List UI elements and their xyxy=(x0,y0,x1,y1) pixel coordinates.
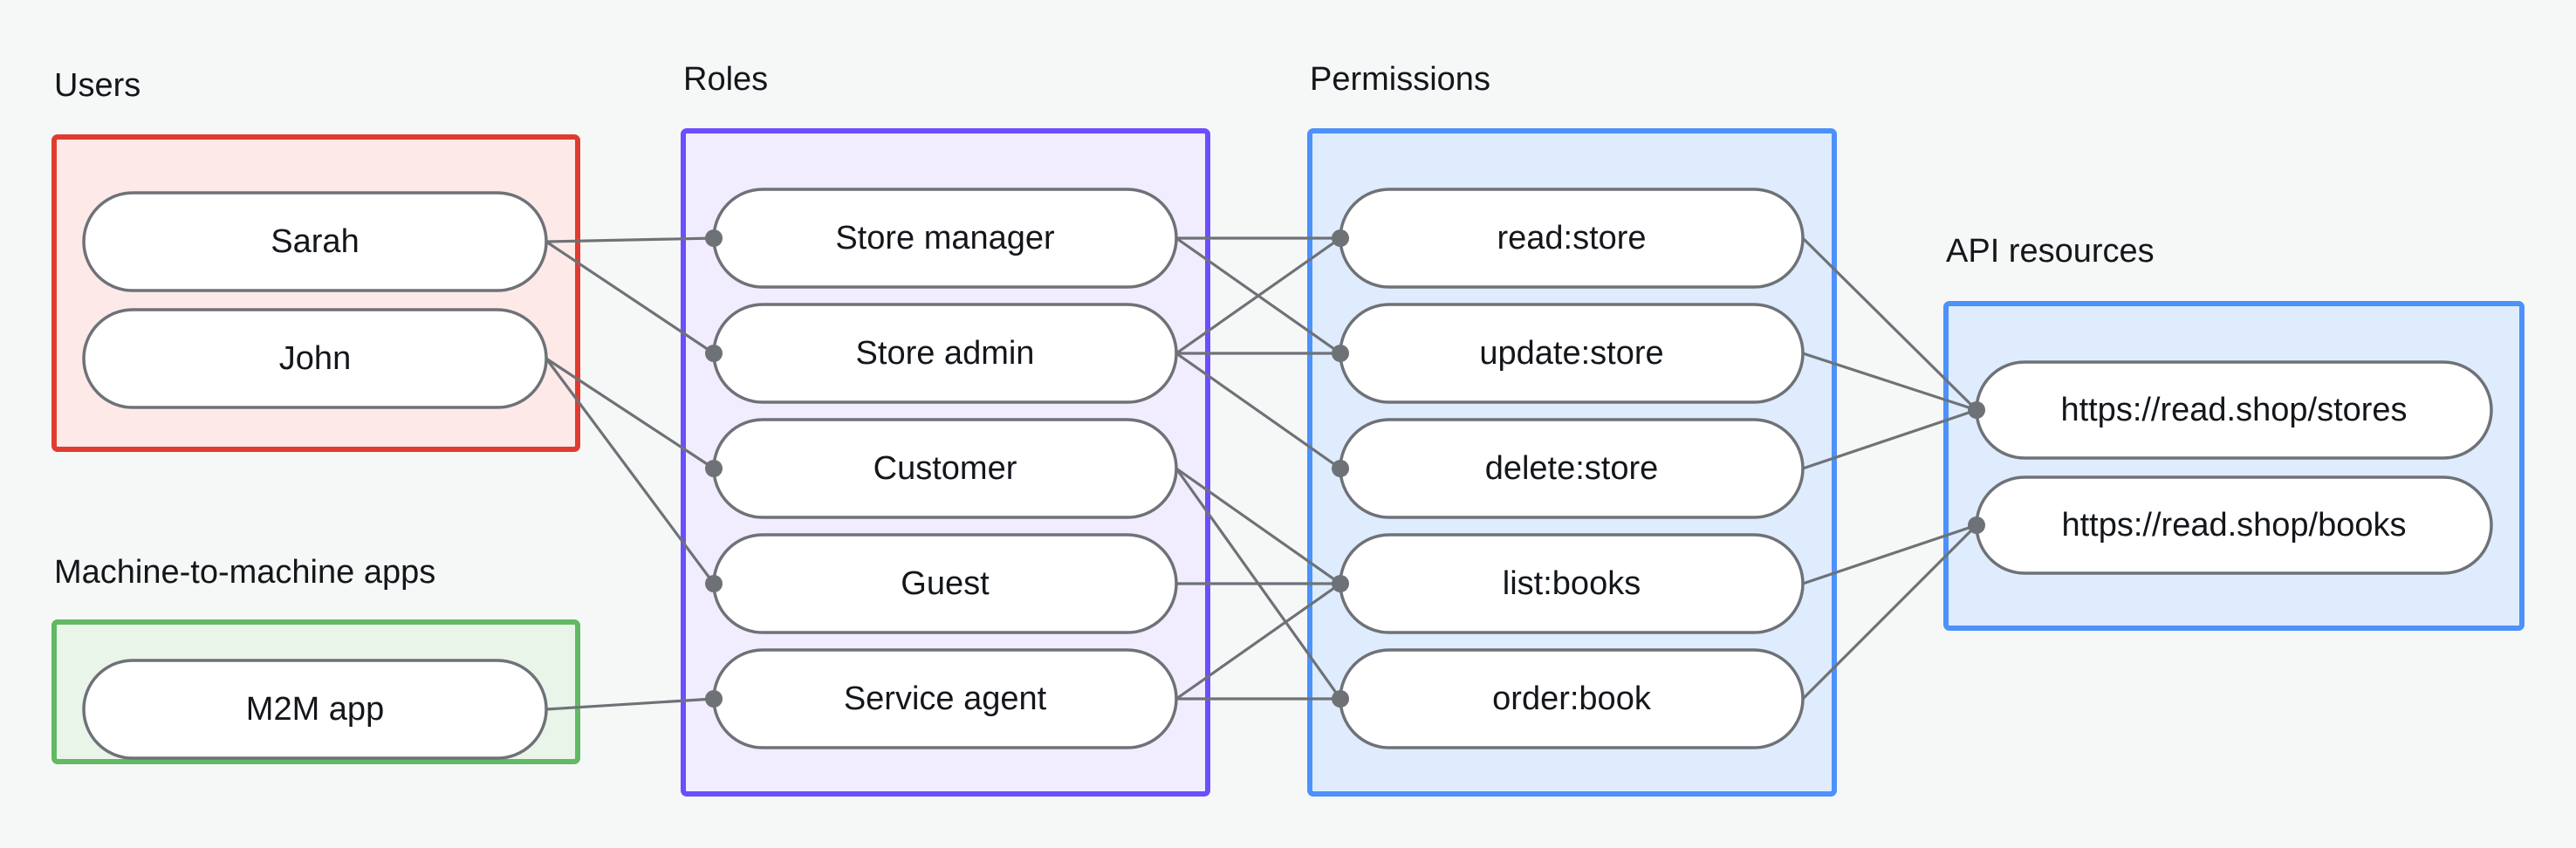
group-label-users: Users xyxy=(54,67,140,104)
edge-store-admin-to-delete-store xyxy=(1175,352,1341,470)
node-label-stores-url: https://read.shop/stores xyxy=(2060,392,2407,428)
node-sarah[interactable]: Sarah xyxy=(82,191,548,292)
node-store-admin[interactable]: Store admin xyxy=(712,303,1178,404)
node-customer[interactable]: Customer xyxy=(712,418,1178,519)
node-label-customer: Customer xyxy=(874,450,1017,487)
edge-layer xyxy=(545,236,1978,711)
group-label-permissions: Permissions xyxy=(1310,61,1490,98)
node-read-store[interactable]: read:store xyxy=(1339,188,1805,289)
node-label-delete-store: delete:store xyxy=(1485,450,1659,487)
edge-endpoint-store-manager xyxy=(705,229,723,247)
node-books-url[interactable]: https://read.shop/books xyxy=(1975,475,2493,575)
edge-m2m-app-to-service-agent xyxy=(545,697,715,711)
group-box-api xyxy=(1943,301,2525,631)
node-label-service-agent: Service agent xyxy=(844,680,1047,717)
edge-customer-to-list-books xyxy=(1175,467,1341,585)
edge-endpoint-list-books xyxy=(1332,575,1349,592)
node-m2m-app[interactable]: M2M app xyxy=(82,659,548,760)
edge-endpoint-layer xyxy=(705,229,1985,708)
node-label-m2m-app: M2M app xyxy=(246,691,384,728)
node-delete-store[interactable]: delete:store xyxy=(1339,418,1805,519)
edge-endpoint-customer xyxy=(705,460,723,477)
edge-sarah-to-store-admin xyxy=(545,240,715,355)
edge-list-books-to-books-url xyxy=(1802,523,1977,585)
node-label-list-books: list:books xyxy=(1503,565,1641,602)
edge-order-book-to-books-url xyxy=(1801,523,1978,701)
edge-endpoint-update-store xyxy=(1332,345,1349,362)
edge-endpoint-books-url xyxy=(1968,516,1985,534)
node-guest[interactable]: Guest xyxy=(712,533,1178,634)
edge-update-store-to-stores-url xyxy=(1802,352,1977,412)
edge-john-to-customer xyxy=(545,357,715,470)
edge-john-to-guest xyxy=(545,358,716,585)
node-stores-url[interactable]: https://read.shop/stores xyxy=(1975,360,2493,460)
node-order-book[interactable]: order:book xyxy=(1339,648,1805,749)
node-store-manager[interactable]: Store manager xyxy=(712,188,1178,289)
node-label-update-store: update:store xyxy=(1479,335,1663,372)
node-label-store-manager: Store manager xyxy=(835,220,1055,256)
edge-endpoint-store-admin xyxy=(705,345,723,362)
node-label-order-book: order:book xyxy=(1492,680,1652,717)
edge-service-agent-to-list-books xyxy=(1175,582,1341,701)
group-label-api: API resources xyxy=(1946,233,2155,270)
edge-endpoint-read-store xyxy=(1332,229,1349,247)
node-john[interactable]: John xyxy=(82,308,548,409)
edge-endpoint-guest xyxy=(705,575,723,592)
node-pill-sarah xyxy=(82,191,548,292)
edge-store-admin-to-read-store xyxy=(1175,236,1341,355)
node-label-store-admin: Store admin xyxy=(856,335,1035,372)
node-label-books-url: https://read.shop/books xyxy=(2061,507,2406,544)
group-label-m2m: Machine-to-machine apps xyxy=(54,554,435,591)
node-label-guest: Guest xyxy=(901,565,990,602)
node-label-sarah: Sarah xyxy=(271,223,359,260)
node-label-read-store: read:store xyxy=(1497,220,1646,256)
node-update-store[interactable]: update:store xyxy=(1339,303,1805,404)
node-pill-m2m-app xyxy=(82,659,548,760)
node-service-agent[interactable]: Service agent xyxy=(712,648,1178,749)
group-label-roles: Roles xyxy=(683,61,768,98)
edge-endpoint-stores-url xyxy=(1968,401,1985,419)
edge-sarah-to-store-manager xyxy=(545,236,715,243)
edge-endpoint-service-agent xyxy=(705,690,723,708)
node-pill-john xyxy=(82,308,548,409)
edge-read-store-to-stores-url xyxy=(1801,236,1978,412)
edge-delete-store-to-stores-url xyxy=(1802,408,1977,470)
node-label-john: John xyxy=(279,340,351,377)
edge-endpoint-delete-store xyxy=(1332,460,1349,477)
node-list-books[interactable]: list:books xyxy=(1339,533,1805,634)
edge-endpoint-order-book xyxy=(1332,690,1349,708)
